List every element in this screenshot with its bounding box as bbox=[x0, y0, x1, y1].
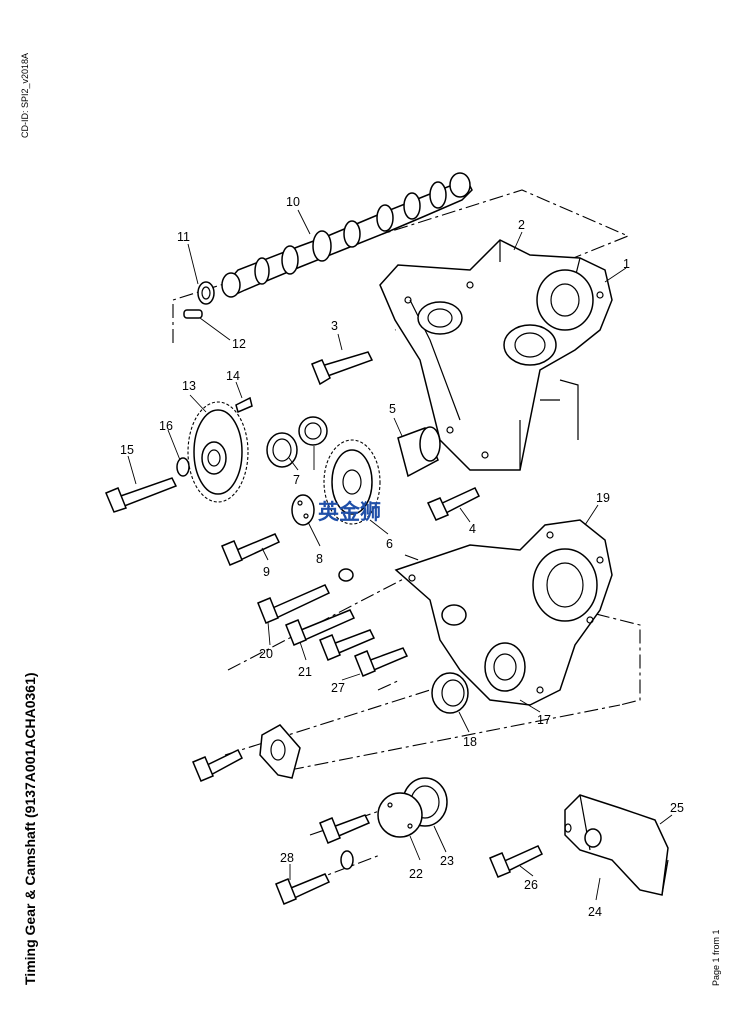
bolt-21b-part bbox=[319, 629, 376, 661]
thrust-plate-part bbox=[291, 494, 315, 526]
oil-seal-part bbox=[431, 672, 469, 714]
camshaft-gear-part bbox=[187, 401, 249, 503]
callout-9: 9 bbox=[263, 565, 270, 579]
callout-28: 28 bbox=[280, 851, 294, 865]
watermark-logo: 英金狮 bbox=[318, 500, 381, 524]
callout-1: 1 bbox=[623, 257, 630, 271]
callout-27: 27 bbox=[331, 681, 345, 695]
idler-hub-part bbox=[397, 426, 441, 478]
callout-8: 8 bbox=[316, 552, 323, 566]
callout-16: 16 bbox=[159, 419, 173, 433]
washer-20-part bbox=[338, 568, 354, 582]
bolt-20-part bbox=[257, 584, 331, 624]
callout-11: 11 bbox=[177, 230, 190, 244]
key-pin-part bbox=[183, 309, 203, 319]
timing-cover-part bbox=[394, 519, 613, 706]
camshaft-part bbox=[221, 172, 473, 298]
washer-28-part bbox=[340, 850, 354, 870]
bolt-3-part bbox=[311, 351, 374, 386]
bolt-28-part bbox=[275, 873, 331, 905]
bolt-26-part bbox=[489, 845, 544, 878]
blanking-cover-part bbox=[377, 792, 423, 838]
callout-4: 4 bbox=[469, 522, 476, 536]
callout-21: 21 bbox=[298, 665, 312, 679]
callout-20: 20 bbox=[259, 647, 273, 661]
callout-3: 3 bbox=[331, 319, 338, 333]
callout-23: 23 bbox=[440, 854, 454, 868]
callout-24: 24 bbox=[588, 905, 602, 919]
callout-2: 2 bbox=[518, 218, 525, 232]
callout-6: 6 bbox=[386, 537, 393, 551]
callout-22: 22 bbox=[409, 867, 423, 881]
leader-lines bbox=[127, 209, 673, 901]
callout-13: 13 bbox=[182, 379, 196, 393]
idler-gear-part bbox=[323, 439, 381, 525]
callout-14: 14 bbox=[226, 369, 240, 383]
callout-15: 15 bbox=[120, 443, 134, 457]
gear-housing-part bbox=[379, 239, 613, 471]
bolt-27-part bbox=[354, 647, 409, 677]
bolt-9-part bbox=[221, 533, 281, 566]
woodruff-key-part bbox=[235, 396, 253, 414]
callout-25: 25 bbox=[670, 801, 684, 815]
cover-plate-bolt-part bbox=[192, 749, 243, 782]
callout-26: 26 bbox=[524, 878, 538, 892]
bolt-21-part bbox=[285, 609, 356, 646]
bolt-15-part bbox=[105, 477, 178, 513]
callout-17: 17 bbox=[537, 713, 551, 727]
callout-7: 7 bbox=[293, 473, 300, 487]
spacer-washer-part bbox=[176, 457, 190, 477]
callout-12: 12 bbox=[232, 337, 246, 351]
cover-plate-part bbox=[259, 724, 301, 779]
thrust-washer-part bbox=[197, 281, 215, 305]
bracket-part bbox=[564, 794, 669, 896]
callout-19: 19 bbox=[596, 491, 610, 505]
bolt-4-part bbox=[426, 487, 481, 521]
callout-18: 18 bbox=[463, 735, 477, 749]
bolt-22-part bbox=[319, 814, 371, 844]
callout-10: 10 bbox=[286, 195, 300, 209]
bushing-7-part bbox=[266, 416, 328, 468]
callout-5: 5 bbox=[389, 402, 396, 416]
callout-labels: 1 2 3 4 5 6 7 8 9 10 11 12 13 14 15 16 1… bbox=[120, 195, 684, 919]
